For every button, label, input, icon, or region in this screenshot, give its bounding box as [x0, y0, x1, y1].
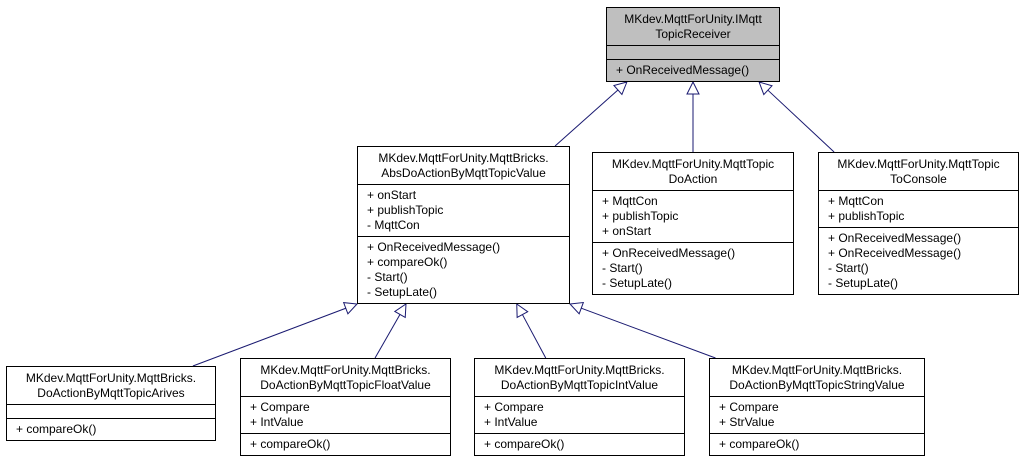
- method-item: - Start(): [367, 270, 408, 284]
- inheritance-arrowhead: [758, 81, 773, 96]
- class-methods: + compareOk(): [475, 434, 684, 455]
- inheritance-line: [581, 307, 716, 359]
- class-methods: + OnReceivedMessage(): [607, 60, 779, 81]
- class-methods: + OnReceivedMessage() + OnReceivedMessag…: [819, 228, 1018, 294]
- method-item: - Start(): [602, 261, 643, 275]
- class-doactionbymqtttopicintvalue[interactable]: MKdev.MqttForUnity.MqttBricks. DoActionB…: [474, 358, 685, 456]
- field-item: + onStart: [367, 188, 417, 202]
- method-item: - Start(): [828, 261, 869, 275]
- inheritance-arrowhead: [686, 80, 700, 95]
- method-item: + compareOk(): [484, 437, 565, 451]
- field-item: + publishTopic: [602, 209, 679, 223]
- field-item: + IntValue: [250, 415, 304, 429]
- class-title: MKdev.MqttForUnity.MqttBricks. DoActionB…: [241, 359, 450, 397]
- method-item: - SetupLate(): [602, 276, 673, 290]
- method-item: + compareOk(): [367, 255, 448, 269]
- class-title: MKdev.MqttForUnity.MqttTopic DoAction: [593, 153, 793, 191]
- class-title: MKdev.MqttForUnity.MqttBricks. DoActionB…: [710, 359, 924, 397]
- inheritance-line: [554, 89, 619, 147]
- inheritance-line: [767, 89, 835, 153]
- class-doactionbymqtttopicarives[interactable]: MKdev.MqttForUnity.MqttBricks. DoActionB…: [6, 366, 216, 441]
- class-fields: [7, 405, 215, 419]
- class-mqtttopicdoaction[interactable]: MKdev.MqttForUnity.MqttTopic DoAction + …: [592, 152, 794, 295]
- class-title: MKdev.MqttForUnity.MqttBricks. DoActionB…: [7, 367, 215, 405]
- field-item: + IntValue: [484, 415, 538, 429]
- class-fields: + Compare + IntValue: [241, 397, 450, 434]
- class-fields: + Compare + IntValue: [475, 397, 684, 434]
- field-item: + MqttCon: [828, 194, 884, 208]
- field-item: + Compare: [250, 400, 310, 414]
- field-item: + onStart: [602, 224, 652, 238]
- method-item: + compareOk(): [719, 437, 800, 451]
- inheritance-line: [192, 307, 346, 367]
- class-title: MKdev.MqttForUnity.MqttBricks. DoActionB…: [475, 359, 684, 397]
- method-item: - SetupLate(): [828, 276, 899, 290]
- class-title: MKdev.MqttForUnity.MqttBricks. AbsDoActi…: [358, 147, 569, 185]
- class-absdoactionbymqtttopicvalue[interactable]: MKdev.MqttForUnity.MqttBricks. AbsDoActi…: [357, 146, 570, 304]
- class-fields: + MqttCon + publishTopic: [819, 191, 1018, 228]
- class-fields: + onStart + publishTopic - MqttCon: [358, 185, 569, 237]
- field-item: + publishTopic: [367, 203, 444, 217]
- method-item: + OnReceivedMessage(): [828, 231, 962, 245]
- class-title: MKdev.MqttForUnity.MqttTopic ToConsole: [819, 153, 1018, 191]
- class-methods: + compareOk(): [710, 434, 924, 455]
- method-item: + compareOk(): [250, 437, 331, 451]
- field-item: + MqttCon: [602, 194, 658, 208]
- class-methods: + compareOk(): [7, 419, 215, 440]
- method-item: + OnReceivedMessage(): [602, 246, 736, 260]
- inheritance-line: [521, 314, 547, 359]
- field-item: + Compare: [484, 400, 544, 414]
- class-fields: + Compare + StrValue: [710, 397, 924, 434]
- class-doactionbymqtttopicfloatvalue[interactable]: MKdev.MqttForUnity.MqttBricks. DoActionB…: [240, 358, 451, 456]
- field-item: - MqttCon: [367, 218, 420, 232]
- inheritance-arrowhead: [568, 301, 585, 315]
- class-mqtttopictoconsole[interactable]: MKdev.MqttForUnity.MqttTopic ToConsole +…: [818, 152, 1019, 295]
- inheritance-arrowhead: [516, 303, 529, 319]
- class-doactionbymqtttopicstringvalue[interactable]: MKdev.MqttForUnity.MqttBricks. DoActionB…: [709, 358, 925, 456]
- class-methods: + OnReceivedMessage() + compareOk() - St…: [358, 237, 569, 303]
- class-imqtttopicreceiver[interactable]: MKdev.MqttForUnity.IMqtt TopicReceiver +…: [606, 7, 780, 82]
- method-item: + OnReceivedMessage(): [616, 63, 750, 77]
- inheritance-arrowhead: [393, 303, 407, 319]
- method-item: + OnReceivedMessage(): [367, 240, 501, 254]
- inheritance-arrowhead: [342, 302, 359, 315]
- field-item: + publishTopic: [828, 209, 905, 223]
- class-title: MKdev.MqttForUnity.IMqtt TopicReceiver: [607, 8, 779, 46]
- method-item: + compareOk(): [16, 422, 97, 436]
- class-methods: + OnReceivedMessage() - Start() - SetupL…: [593, 243, 793, 294]
- inheritance-line: [374, 314, 401, 359]
- field-item: + StrValue: [719, 415, 775, 429]
- field-item: + Compare: [719, 400, 779, 414]
- method-item: - SetupLate(): [367, 285, 438, 299]
- class-fields: [607, 46, 779, 60]
- inheritance-arrowhead: [613, 81, 628, 96]
- class-fields: + MqttCon + publishTopic + onStart: [593, 191, 793, 243]
- method-item: + OnReceivedMessage(): [828, 246, 962, 260]
- class-methods: + compareOk(): [241, 434, 450, 455]
